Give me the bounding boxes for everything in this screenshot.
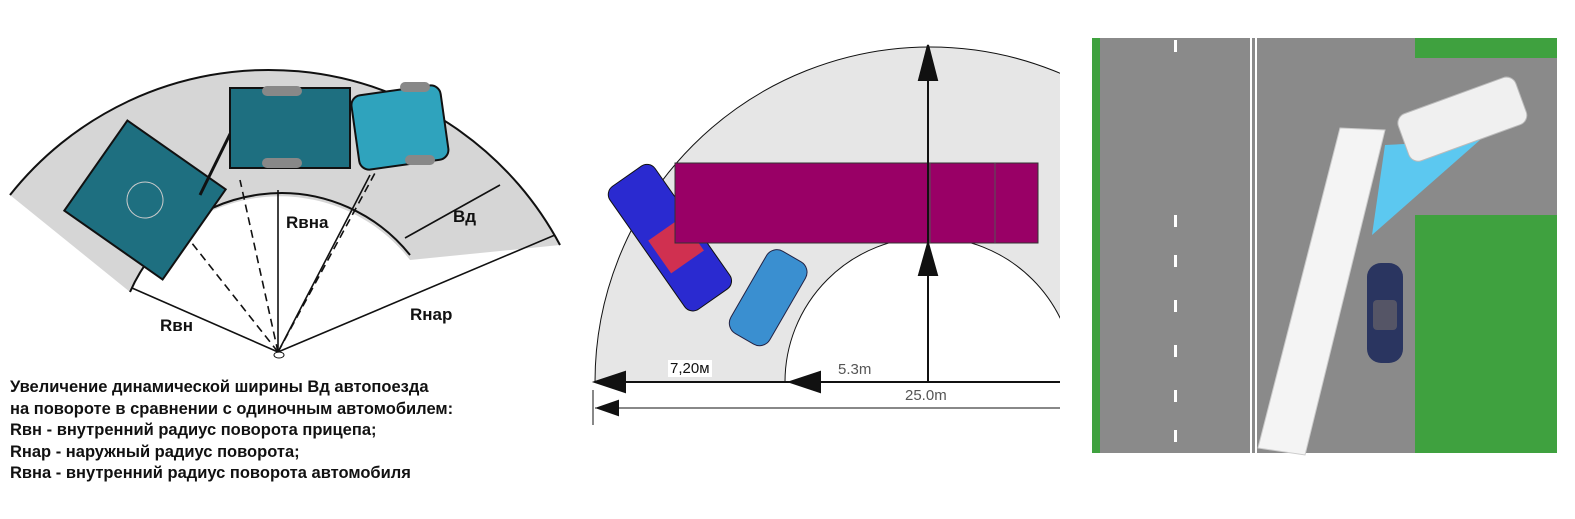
truck-cab xyxy=(350,84,450,171)
legend-line: Rвн - внутренний радиус поворота прицепа… xyxy=(10,421,377,439)
legend-line: Увеличение динамической ширины Вд автопо… xyxy=(10,378,429,396)
label-b-d: Вд xyxy=(453,207,477,226)
legend: Увеличение динамической ширины Вд автопо… xyxy=(10,377,453,485)
label-r-vna: Rвна xyxy=(286,213,329,232)
legend-line: Rвна - внутренний радиус поворота автомо… xyxy=(10,464,411,482)
panel-2-turning-radius xyxy=(591,44,1060,425)
dimension-width: 7,20м xyxy=(668,360,712,377)
car xyxy=(1367,263,1403,363)
dimension-total: 25.0m xyxy=(905,387,947,404)
legend-line: на повороте в сравнении с одиночным авто… xyxy=(10,399,454,418)
dimension-arrows xyxy=(591,44,1060,425)
panel-3-blind-spot xyxy=(1092,38,1557,456)
trailer xyxy=(1257,127,1386,456)
lane-markings xyxy=(1174,38,1257,453)
label-r-nar: Rнар xyxy=(410,305,453,324)
turn-center xyxy=(273,351,285,359)
truck-cab xyxy=(1397,76,1528,162)
grass xyxy=(1415,38,1557,58)
blind-spot xyxy=(1372,140,1480,235)
dimension-inner: 5.3m xyxy=(838,361,872,378)
bus xyxy=(674,162,1039,244)
car xyxy=(728,249,808,347)
legend-line: Rнар - наружный радиус поворота; xyxy=(10,442,300,461)
panel-1-turning-diagram xyxy=(9,68,561,359)
grass xyxy=(1415,215,1557,453)
truck-body xyxy=(229,87,351,169)
wheels xyxy=(262,82,435,168)
trailer xyxy=(62,119,228,281)
label-r-vn: Rвн xyxy=(160,316,193,335)
